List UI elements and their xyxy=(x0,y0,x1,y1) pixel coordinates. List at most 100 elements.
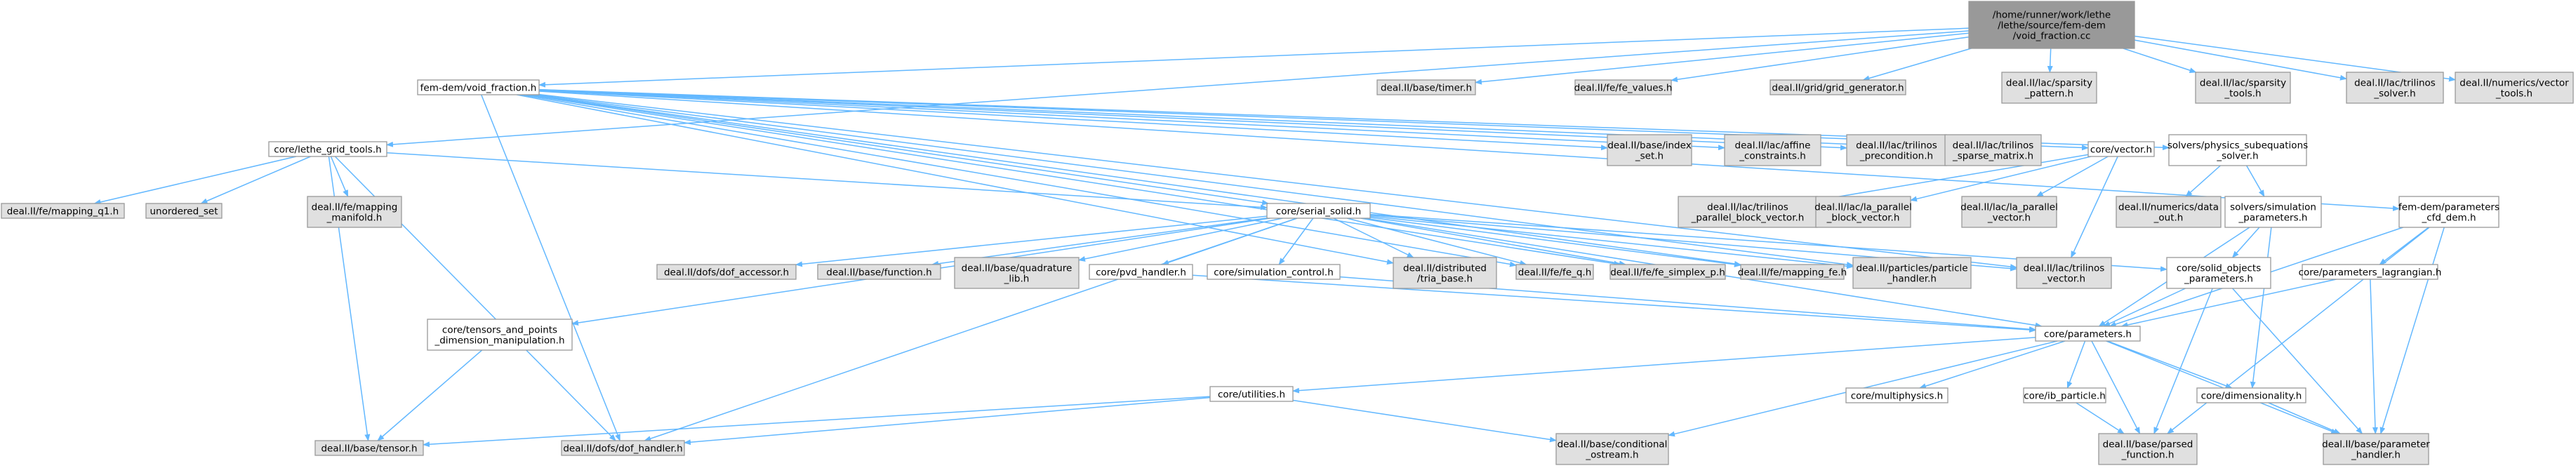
node-dof-handler: deal.II/dofs/dof_handler.h xyxy=(561,440,685,456)
node-label-line: _function.h xyxy=(2121,450,2175,461)
node-label-line: /home/runner/work/lethe xyxy=(1993,10,2111,21)
node-label-line: /tria_base.h xyxy=(1417,274,1473,285)
node-label-line: deal.II/lac/trilinos xyxy=(2354,78,2436,89)
node-conditional-ostream: deal.II/base/conditional_ostream.h xyxy=(1555,433,1669,465)
node-core-parameters[interactable]: core/parameters.h xyxy=(2035,326,2141,342)
edge-simulation_parameters-to-dimensionality xyxy=(2250,227,2272,389)
node-sparsity-pattern: deal.II/lac/sparsity_pattern.h xyxy=(2001,72,2097,104)
edge-void_fraction_h-to-fe_simplex_p xyxy=(526,94,1621,267)
edge-root-to-grid_generator xyxy=(1862,48,1972,81)
node-lethe-grid-tools[interactable]: core/lethe_grid_tools.h xyxy=(268,141,387,157)
node-label-line: _sparse_matrix.h xyxy=(1952,151,2033,162)
node-vector-tools: deal.II/numerics/vector_tools.h xyxy=(2455,72,2574,104)
node-cfd-dem[interactable]: fem-dem/parameters_cfd_dem.h xyxy=(2398,196,2499,228)
node-simulation-control[interactable]: core/simulation_control.h xyxy=(1207,264,1341,280)
node-label-line: deal.II/fe/mapping xyxy=(312,202,398,213)
edge-core_parameters-to-dimensionality xyxy=(2107,340,2233,389)
node-label-line: deal.II/lac/trilinos xyxy=(2024,263,2105,274)
edge-void_fraction_h-to-fe_q xyxy=(521,94,1517,267)
node-label-line: deal.II/fe/fe_simplex_p.h xyxy=(1610,267,1725,279)
node-pvd-handler[interactable]: core/pvd_handler.h xyxy=(1089,264,1193,280)
node-root[interactable]: /home/runner/work/lethe/lethe/source/fem… xyxy=(1968,1,2135,49)
node-label-line: deal.II/lac/trilinos xyxy=(1707,202,1788,213)
node-label-line: fem-dem/parameters xyxy=(2398,202,2499,213)
node-trilinos-precondition: deal.II/lac/trilinos_precondition.h xyxy=(1846,134,1947,166)
node-fe-q: deal.II/fe/fe_q.h xyxy=(1515,264,1594,280)
node-trilinos-parallel-block-vector: deal.II/lac/trilinos_parallel_block_vect… xyxy=(1678,196,1818,228)
node-label-line: deal.II/fe/mapping_fe.h xyxy=(1738,267,1847,279)
node-data-out: deal.II/numerics/data_out.h xyxy=(2116,196,2222,228)
edge-core_vector-to-trilinos_parallel_block_vector xyxy=(1817,154,2089,202)
node-label-line: core/parameters_lagrangian.h xyxy=(2299,267,2442,279)
edge-root-to-lethe_grid_tools xyxy=(386,30,1970,147)
node-unordered-set: unordered_set xyxy=(145,203,223,219)
edge-core_parameters-to-multiphysics xyxy=(1919,340,2066,389)
node-label-line: deal.II/lac/sparsity xyxy=(2200,78,2286,89)
edge-core_vector-to-la_parallel_block_vector xyxy=(1910,156,2092,202)
node-label-line: fem-dem/void_fraction.h xyxy=(420,83,537,94)
edge-void_fraction_h-to-dof_handler xyxy=(481,94,620,441)
edge-cfd_dem-to-parameters_lagrangian xyxy=(2379,227,2429,265)
node-label-line: deal.II/numerics/data xyxy=(2118,202,2219,213)
edge-tensors_and_points-to-tensor xyxy=(377,349,483,441)
edge-void_fraction_h-to-serial_solid xyxy=(528,94,1270,206)
node-multiphysics[interactable]: core/multiphysics.h xyxy=(1845,387,1948,403)
node-label-line: deal.II/numerics/vector xyxy=(2459,78,2569,89)
node-ib-particle[interactable]: core/ib_particle.h xyxy=(2023,387,2106,403)
node-label-line: _out.h xyxy=(2153,213,2184,224)
edge-core_vector-to-la_parallel_vector xyxy=(2036,156,2109,197)
node-label-line: _vector.h xyxy=(1987,213,2031,224)
edge-core_parameters-to-parameter_handler xyxy=(2106,340,2339,434)
node-label-line: deal.II/base/function.h xyxy=(826,267,931,279)
node-solid-objects-parameters[interactable]: core/solid_objects_parameters.h xyxy=(2166,257,2271,289)
node-parameter-handler: deal.II/base/parameter_handler.h xyxy=(2322,433,2430,465)
node-la-parallel-vector: deal.II/lac/la_parallel_vector.h xyxy=(1960,196,2058,228)
node-label-line: _tools.h xyxy=(2495,88,2532,100)
node-physics-subequations[interactable]: solvers/physics_subequations_solver.h xyxy=(2167,134,2308,166)
node-core-vector[interactable]: core/vector.h xyxy=(2087,141,2155,157)
node-void-fraction-h[interactable]: fem-dem/void_fraction.h xyxy=(417,79,540,95)
node-trilinos-solver: deal.II/lac/trilinos_solver.h xyxy=(2346,72,2444,104)
node-label-line: deal.II/distributed xyxy=(1403,263,1487,274)
node-label-line: _constraints.h xyxy=(1739,151,1806,162)
node-utilities[interactable]: core/utilities.h xyxy=(1209,386,1294,402)
node-label-line: deal.II/lac/la_parallel xyxy=(1814,202,1912,213)
node-label-line: core/serial_solid.h xyxy=(1276,206,1361,218)
node-affine-constraints: deal.II/lac/affine_constraints.h xyxy=(1724,134,1821,166)
node-label-line: deal.II/particles/particle xyxy=(1856,263,1967,274)
edge-utilities-to-tensor xyxy=(423,396,1211,448)
node-label-line: deal.II/lac/sparsity xyxy=(2006,78,2092,89)
edge-void_fraction_h-to-affine_constraints xyxy=(538,89,1725,151)
node-label-line: core/solid_objects xyxy=(2177,263,2262,274)
node-tensors-and-points[interactable]: core/tensors_and_points_dimension_manipu… xyxy=(427,319,573,351)
node-label-line: core/lethe_grid_tools.h xyxy=(274,145,381,156)
node-label-line: deal.II/grid/grid_generator.h xyxy=(1772,83,1904,94)
edge-core_parameters-to-parsed_function xyxy=(2091,340,2141,434)
node-parameters-lagrangian[interactable]: core/parameters_lagrangian.h xyxy=(2299,264,2442,280)
node-tria-base: deal.II/distributed/tria_base.h xyxy=(1393,257,1497,289)
node-label-line: _parameters.h xyxy=(2238,213,2308,224)
node-simulation-parameters[interactable]: solvers/simulation_parameters.h xyxy=(2224,196,2322,228)
node-fe-values: deal.II/fe/fe_values.h xyxy=(1574,79,1672,95)
node-label-line: _vector.h xyxy=(2042,274,2085,285)
node-label-line: deal.II/base/parameter xyxy=(2322,439,2430,450)
edge-void_fraction_h-to-trilinos_sparse_matrix xyxy=(538,89,1946,151)
edge-simulation_parameters-to-solid_objects_parameters xyxy=(2231,227,2260,258)
node-dof-accessor: deal.II/dofs/dof_accessor.h xyxy=(656,264,797,280)
edge-solid_objects_parameters-to-core_parameters xyxy=(2103,288,2186,327)
edge-parameters_lagrangian-to-core_parameters xyxy=(2120,279,2337,328)
edge-utilities-to-dof_handler xyxy=(684,396,1211,446)
node-mapping-manifold: deal.II/fe/mapping_manifold.h xyxy=(307,196,402,228)
edge-root-to-sparsity_tools xyxy=(2123,48,2197,73)
node-serial-solid[interactable]: core/serial_solid.h xyxy=(1266,203,1371,219)
node-label-line: deal.II/dofs/dof_handler.h xyxy=(563,443,682,455)
node-label-line: deal.II/lac/affine xyxy=(1735,140,1811,152)
edge-serial_solid-to-function xyxy=(931,217,1268,267)
edge-dimensionality-to-parameter_handler xyxy=(2268,402,2341,434)
node-label-line: core/parameters.h xyxy=(2044,329,2132,340)
node-dimensionality[interactable]: core/dimensionality.h xyxy=(2196,387,2306,403)
edge-core_parameters-to-utilities xyxy=(1292,337,2036,394)
node-label-line: core/vector.h xyxy=(2090,145,2152,156)
node-label-line: core/utilities.h xyxy=(1218,389,1285,401)
